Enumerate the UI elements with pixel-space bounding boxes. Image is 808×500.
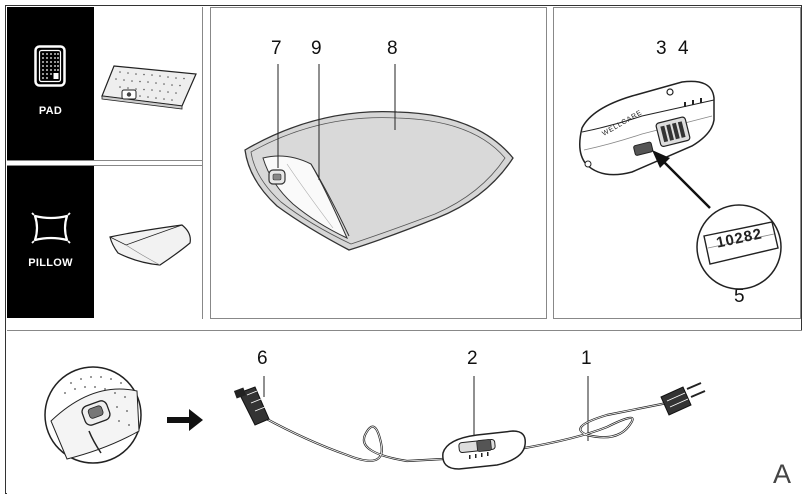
figure-letter: A xyxy=(773,459,792,489)
pillow-parts-panel: 7 9 8 xyxy=(210,7,547,319)
callout-2: 2 xyxy=(467,348,478,369)
pillow-type-panel: PILLOW xyxy=(7,166,203,318)
pad-label: PAD xyxy=(38,105,63,117)
pad-tab: PAD xyxy=(7,7,94,160)
callout-1: 1 xyxy=(581,348,592,369)
cord-panel: 6 2 1 A xyxy=(7,330,802,494)
callout-7: 7 xyxy=(271,38,282,59)
pillow-leader-lines xyxy=(277,64,396,180)
hand-control xyxy=(442,430,526,470)
heating-pillow-illustration xyxy=(244,111,514,251)
connector-detail xyxy=(44,366,142,464)
cord-illustration xyxy=(44,366,706,470)
callout-9: 9 xyxy=(311,38,322,59)
figure-frame: PAD PILLOW xyxy=(5,5,802,494)
pad-panel: PAD xyxy=(7,7,203,160)
pillow-icon xyxy=(31,212,71,244)
callout-3: 3 xyxy=(656,38,667,59)
pad-icon xyxy=(34,45,66,87)
pillow-label: PILLOW xyxy=(28,257,73,269)
mains-plug xyxy=(660,382,706,416)
callout-8: 8 xyxy=(387,38,398,59)
pillow-illustration xyxy=(109,224,191,266)
callout-5: 5 xyxy=(734,286,745,307)
tabs-outline xyxy=(7,7,203,319)
heating-pad-illustration xyxy=(101,65,197,110)
appliance-connector xyxy=(233,386,270,426)
callout-4: 4 xyxy=(678,38,689,59)
controller-panel: 3 4 5 WELLCARE 10282 xyxy=(553,7,801,319)
pillow-tab: PILLOW xyxy=(7,166,94,318)
controller-illustration xyxy=(579,80,715,176)
callout-6: 6 xyxy=(257,348,268,369)
tab-separator xyxy=(7,160,203,166)
code-zoom-circle xyxy=(696,204,782,290)
